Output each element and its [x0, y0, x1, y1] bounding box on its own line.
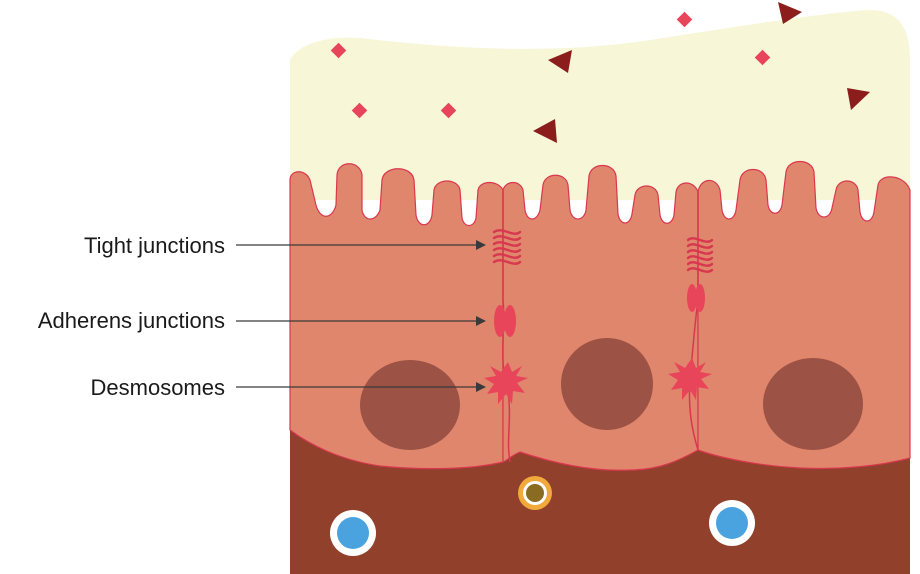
- nucleus-middle: [561, 338, 653, 430]
- nucleus-right: [763, 358, 863, 450]
- adherens-junction-left: [494, 305, 516, 337]
- nucleus-left: [360, 360, 460, 450]
- adherens-junction-right: [687, 284, 705, 312]
- label-desmosomes: Desmosomes: [91, 375, 225, 400]
- triangle-particles: [533, 2, 870, 143]
- immune-cell-orange: [518, 476, 552, 510]
- immune-cell-blue-right: [709, 500, 755, 546]
- desmosome-left: [484, 362, 528, 404]
- immune-cell-blue-left: [330, 510, 376, 556]
- label-adherens-junctions: Adherens junctions: [38, 308, 225, 333]
- label-arrows: [236, 240, 486, 392]
- label-tight-junctions: Tight junctions: [84, 233, 225, 258]
- tight-junction-right: [686, 237, 714, 273]
- tight-junction-left: [492, 229, 522, 265]
- desmosome-right: [668, 358, 712, 400]
